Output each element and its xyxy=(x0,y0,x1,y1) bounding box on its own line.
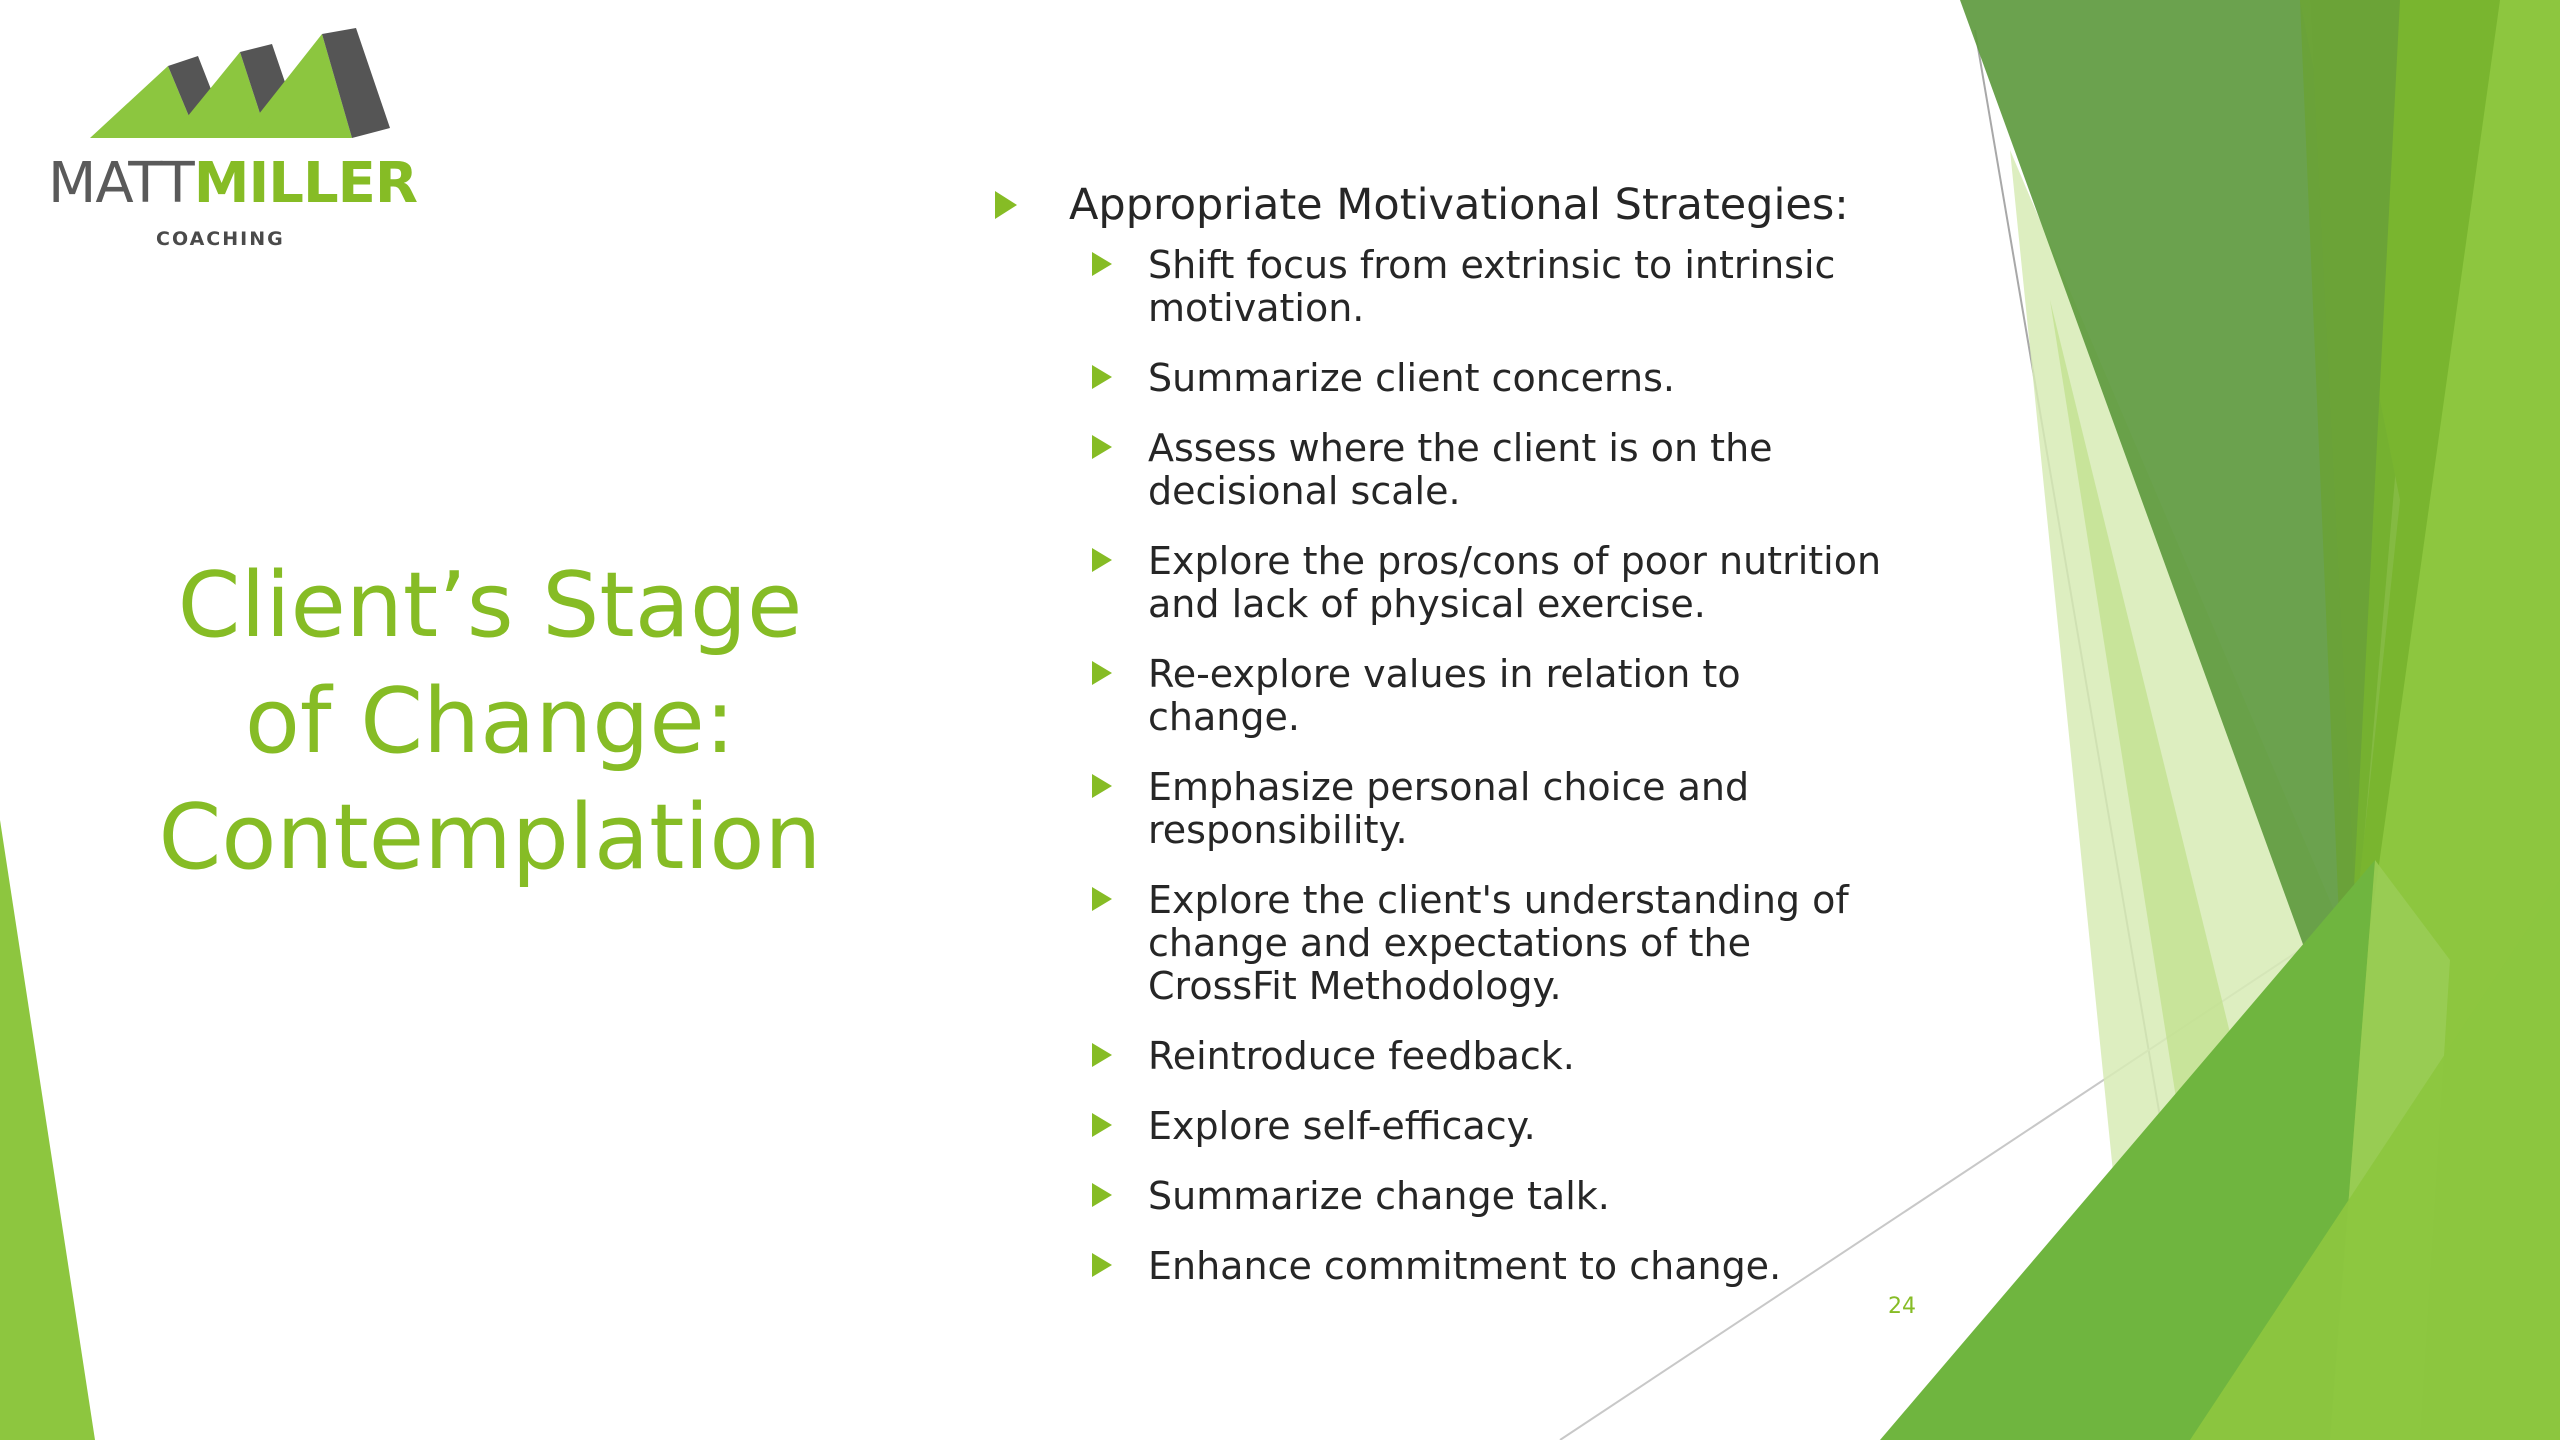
bullet-item-text: Summarize client concerns. xyxy=(1148,356,1675,400)
bullet-arrow-icon xyxy=(1092,1183,1112,1207)
title-line: of Change: xyxy=(244,669,736,774)
slide-title: Client’s Stage of Change: Contemplation xyxy=(110,548,870,896)
bullet-arrow-icon xyxy=(1092,661,1112,685)
bullet-arrow-icon xyxy=(1092,548,1112,572)
bullet-arrow-icon xyxy=(1092,365,1112,389)
bullet-item: Shift focus from extrinsic to intrinsic … xyxy=(1092,244,1895,330)
bullet-arrow-icon xyxy=(1092,435,1112,459)
bullet-arrow-icon xyxy=(1092,1113,1112,1137)
logo-wordmark: MATTMILLER xyxy=(48,156,418,212)
bullet-item: Summarize client concerns. xyxy=(1092,357,1895,400)
bullet-item: Reintroduce feedback. xyxy=(1092,1035,1895,1078)
bullet-item: Enhance commitment to change. xyxy=(1092,1245,1895,1288)
page-number: 24 xyxy=(1888,1294,1916,1319)
bullet-content: Appropriate Motivational Strategies: Shi… xyxy=(995,176,1895,1315)
bullet-item: Emphasize personal choice and responsibi… xyxy=(1092,766,1895,852)
bullet-item: Re-explore values in relation to change. xyxy=(1092,653,1895,739)
logo-subtitle: COACHING xyxy=(156,228,285,250)
title-line: Contemplation xyxy=(158,785,822,890)
bullet-item-text: Shift focus from extrinsic to intrinsic … xyxy=(1148,243,1836,330)
deco-left-triangle xyxy=(0,820,95,1440)
logo-word-miller: MILLER xyxy=(193,151,418,216)
bullet-heading: Appropriate Motivational Strategies: xyxy=(995,176,1895,234)
bullet-arrow-icon xyxy=(1092,887,1112,911)
bullet-item-text: Summarize change talk. xyxy=(1148,1174,1610,1218)
bullet-heading-text: Appropriate Motivational Strategies: xyxy=(1069,180,1849,230)
bullet-item-text: Explore self-efficacy. xyxy=(1148,1104,1536,1148)
deco-lower-right xyxy=(2190,880,2560,1440)
bullet-item-text: Re-explore values in relation to change. xyxy=(1148,652,1741,739)
bullet-list: Shift focus from extrinsic to intrinsic … xyxy=(995,244,1895,1288)
bullet-arrow-icon xyxy=(1092,774,1112,798)
bullet-item-text: Explore the pros/cons of poor nutrition … xyxy=(1148,539,1882,626)
bullet-arrow-icon xyxy=(1092,252,1112,276)
title-line: Client’s Stage xyxy=(177,553,803,658)
deco-lower-triangle xyxy=(1880,860,2375,1440)
bullet-item-text: Explore the client's understanding of ch… xyxy=(1148,878,1849,1008)
logo-word-matt: MATT xyxy=(48,151,195,216)
bullet-item: Explore self-efficacy. xyxy=(1092,1105,1895,1148)
logo: MATTMILLER COACHING xyxy=(48,28,418,258)
logo-mountains-icon xyxy=(90,28,390,138)
bullet-arrow-icon xyxy=(1092,1253,1112,1277)
bullet-item-text: Reintroduce feedback. xyxy=(1148,1034,1575,1078)
bullet-item: Explore the client's understanding of ch… xyxy=(1092,879,1895,1008)
bullet-item-text: Emphasize personal choice and responsibi… xyxy=(1148,765,1750,852)
bullet-item: Summarize change talk. xyxy=(1092,1175,1895,1218)
deco-dark-green xyxy=(1960,0,2400,1060)
bullet-item: Assess where the client is on the decisi… xyxy=(1092,427,1895,513)
bullet-item-text: Assess where the client is on the decisi… xyxy=(1148,426,1773,513)
bullet-item-text: Enhance commitment to change. xyxy=(1148,1244,1782,1288)
bullet-item: Explore the pros/cons of poor nutrition … xyxy=(1092,540,1895,626)
bullet-arrow-icon xyxy=(1092,1043,1112,1067)
deco-mid-green-2 xyxy=(2300,0,2400,1060)
bullet-arrow-icon xyxy=(995,191,1017,219)
